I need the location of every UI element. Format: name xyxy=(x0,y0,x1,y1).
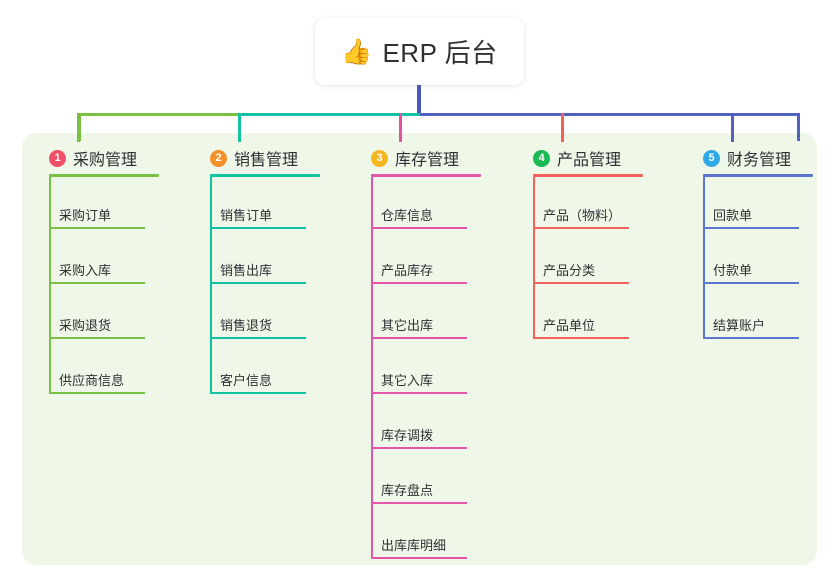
branch-drop-4 xyxy=(560,113,564,142)
branch-header-2[interactable]: 2 销售管理 xyxy=(197,142,298,174)
branch-column-5: 5 财务管理回款单付款单结算账户 xyxy=(690,142,813,339)
branch-spine xyxy=(49,177,51,394)
branch-number-badge: 1 xyxy=(49,149,66,167)
leaf-item-label: 产品分类 xyxy=(543,263,596,278)
leaf-item-rule xyxy=(372,392,467,394)
branch-number-badge: 2 xyxy=(210,149,227,167)
leaf-item-rule xyxy=(704,282,799,284)
thumbs-up-icon: 👍 xyxy=(341,38,373,66)
branch-title: 库存管理 xyxy=(395,152,460,169)
bus-cap-left xyxy=(78,113,81,141)
leaf-item-rule xyxy=(50,392,145,394)
leaf-item-rule xyxy=(50,282,145,284)
leaf-item-label: 产品（物料） xyxy=(543,208,622,223)
leaf-item-label: 库存调拨 xyxy=(381,428,434,443)
branch-title: 销售管理 xyxy=(234,152,299,169)
branch-header-3[interactable]: 3 库存管理 xyxy=(358,142,459,174)
branch-spine xyxy=(210,177,212,394)
bus-segment-2 xyxy=(240,113,420,116)
branch-header-5[interactable]: 5 财务管理 xyxy=(690,142,791,174)
leaf-item-rule xyxy=(211,282,306,284)
branch-column-3: 3 库存管理仓库信息产品库存其它出库其它入库库存调拨库存盘点出库库明细 xyxy=(358,142,481,559)
branch-header-rule xyxy=(533,174,643,177)
branch-column-2: 2 销售管理销售订单销售出库销售退货客户信息 xyxy=(197,142,320,394)
bus-segment-1 xyxy=(78,113,240,116)
leaf-item-rule xyxy=(534,337,629,339)
leaf-item-rule xyxy=(372,282,467,284)
leaf-item-label: 结算账户 xyxy=(713,318,766,333)
leaf-item-label: 付款单 xyxy=(713,263,753,278)
leaf-item-rule xyxy=(372,227,467,229)
branch-header-rule xyxy=(703,174,813,177)
leaf-item-label: 产品库存 xyxy=(381,263,434,278)
leaf-item-label: 其它出库 xyxy=(381,318,434,333)
branch-column-1: 1 采购管理采购订单采购入库采购退货供应商信息 xyxy=(36,142,159,394)
leaf-item-label: 产品单位 xyxy=(543,318,596,333)
branch-number-badge: 4 xyxy=(533,149,550,167)
leaf-item-label: 采购入库 xyxy=(59,263,112,278)
leaf-item-rule xyxy=(50,227,145,229)
branch-title: 财务管理 xyxy=(727,152,792,169)
branch-spine xyxy=(371,177,373,559)
leaf-item-rule xyxy=(50,337,145,339)
leaf-item-label: 库存盘点 xyxy=(381,483,434,498)
leaf-item-label: 销售订单 xyxy=(220,208,273,223)
leaf-item-label: 采购退货 xyxy=(59,318,112,333)
branch-title: 产品管理 xyxy=(557,152,622,169)
root-node[interactable]: 👍 ERP 后台 xyxy=(315,18,524,85)
leaf-item-rule xyxy=(211,337,306,339)
branch-drop-2 xyxy=(237,113,241,142)
leaf-item-rule xyxy=(372,502,467,504)
branch-number-badge: 5 xyxy=(703,149,720,167)
leaf-item-label: 销售退货 xyxy=(220,318,273,333)
diagram-panel xyxy=(22,133,817,565)
root-connector-stem xyxy=(417,85,421,116)
leaf-item-label: 出库库明细 xyxy=(381,538,447,553)
branch-drop-3 xyxy=(398,113,402,142)
bus-segment-3 xyxy=(420,113,800,116)
root-node-title: ERP 后台 xyxy=(382,38,498,68)
branch-header-rule xyxy=(371,174,481,177)
branch-title: 采购管理 xyxy=(73,152,138,169)
leaf-item-label: 供应商信息 xyxy=(59,373,125,388)
branch-header-1[interactable]: 1 采购管理 xyxy=(36,142,137,174)
leaf-item-rule xyxy=(704,337,799,339)
leaf-item-rule xyxy=(372,447,467,449)
branch-header-rule xyxy=(49,174,159,177)
leaf-item-rule xyxy=(211,392,306,394)
branch-drop-5 xyxy=(730,113,734,142)
leaf-item-label: 客户信息 xyxy=(220,373,273,388)
leaf-item-label: 其它入库 xyxy=(381,373,434,388)
leaf-item-label: 仓库信息 xyxy=(381,208,434,223)
bus-cap-right xyxy=(797,113,800,141)
leaf-item-label: 采购订单 xyxy=(59,208,112,223)
leaf-item-label: 销售出库 xyxy=(220,263,273,278)
leaf-item-rule xyxy=(534,282,629,284)
branch-spine xyxy=(533,177,535,339)
branch-number-badge: 3 xyxy=(371,149,388,167)
leaf-item-rule xyxy=(372,557,467,559)
leaf-item-rule xyxy=(704,227,799,229)
leaf-item-rule xyxy=(211,227,306,229)
branch-spine xyxy=(703,177,705,339)
branch-header-4[interactable]: 4 产品管理 xyxy=(520,142,621,174)
leaf-item-label: 回款单 xyxy=(713,208,753,223)
branch-header-rule xyxy=(210,174,320,177)
branch-column-4: 4 产品管理产品（物料） 产品分类产品单位 xyxy=(520,142,643,339)
leaf-item-rule xyxy=(372,337,467,339)
leaf-item-rule xyxy=(534,227,629,229)
